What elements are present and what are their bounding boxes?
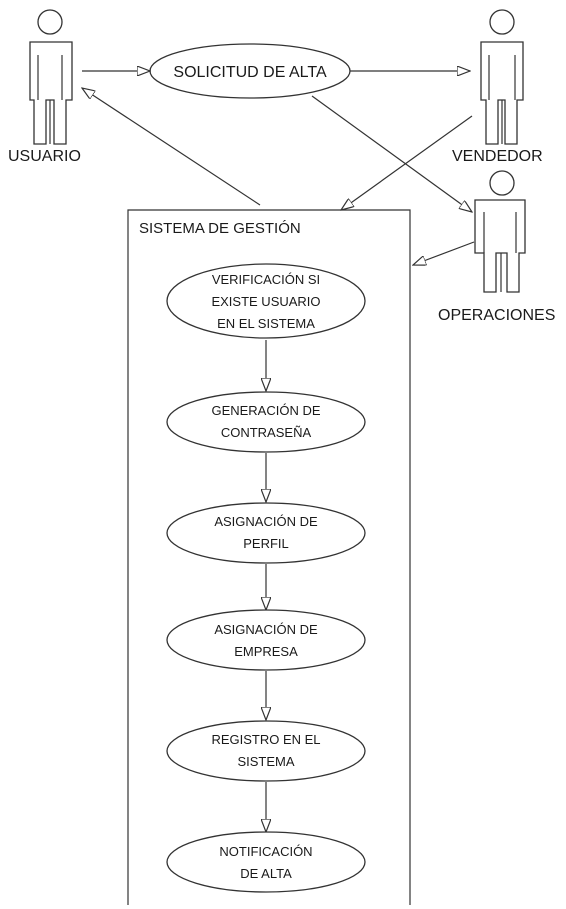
step-registro-line-2: SISTEMA	[237, 754, 294, 769]
actor-vendedor-head	[489, 9, 515, 35]
actor-usuario[interactable]: USUARIO	[8, 9, 81, 165]
step-registro-line-1: REGISTRO EN EL	[211, 732, 320, 747]
edge-vendedor-to-system	[341, 115, 473, 210]
edge-solicitud-to-operaciones	[311, 95, 472, 212]
step-asignacion-empresa-line-2: EMPRESA	[234, 644, 298, 659]
step-asignacion-perfil-line-2: PERFIL	[243, 536, 289, 551]
step-verificacion-line-1: VERIFICACIÓN SI	[212, 272, 320, 287]
edge-operaciones-to-system	[413, 241, 475, 265]
step-asignacion-perfil-ellipse	[166, 502, 366, 564]
step-verificacion-line-3: EN EL SISTEMA	[217, 316, 315, 331]
step-notificacion[interactable]: NOTIFICACIÓN DE ALTA	[166, 831, 366, 893]
actor-vendedor-label: VENDEDOR	[452, 148, 543, 165]
step-asignacion-empresa-line-1: ASIGNACIÓN DE	[214, 622, 318, 637]
use-case-solicitud-label: SOLICITUD DE ALTA	[173, 64, 327, 81]
system-boundary-rect	[127, 209, 411, 905]
step-registro[interactable]: REGISTRO EN EL SISTEMA	[166, 720, 366, 782]
step-verificacion-line-2: EXISTE USUARIO	[211, 294, 320, 309]
step-registro-ellipse	[166, 720, 366, 782]
step-asignacion-perfil-line-1: ASIGNACIÓN DE	[214, 514, 318, 529]
step-asignacion-empresa[interactable]: ASIGNACIÓN DE EMPRESA	[166, 609, 366, 671]
step-notificacion-ellipse	[166, 831, 366, 893]
actor-usuario-label: USUARIO	[8, 148, 81, 165]
step-notificacion-line-2: DE ALTA	[240, 866, 292, 881]
step-asignacion-perfil[interactable]: ASIGNACIÓN DE PERFIL	[166, 502, 366, 564]
actor-operaciones-label: OPERACIONES	[438, 307, 555, 324]
step-generacion-line-2: CONTRASEÑA	[221, 425, 312, 440]
system-boundary: SISTEMA DE GESTIÓN	[127, 209, 411, 905]
actor-operaciones-head	[489, 170, 515, 196]
edge-system-to-usuario	[82, 88, 261, 206]
step-notificacion-line-1: NOTIFICACIÓN	[219, 844, 312, 859]
actor-vendedor-body	[480, 41, 524, 145]
step-generacion-ellipse	[166, 391, 366, 453]
use-case-solicitud-de-alta[interactable]: SOLICITUD DE ALTA	[149, 43, 351, 99]
system-title: SISTEMA DE GESTIÓN	[139, 220, 301, 237]
actor-usuario-head	[37, 9, 63, 35]
step-generacion-contrasena[interactable]: GENERACIÓN DE CONTRASEÑA	[166, 391, 366, 453]
actor-usuario-body	[29, 41, 73, 145]
step-generacion-line-1: GENERACIÓN DE	[211, 403, 320, 418]
step-verificacion[interactable]: VERIFICACIÓN SI EXISTE USUARIO EN EL SIS…	[166, 263, 366, 339]
actor-operaciones-body	[474, 199, 526, 293]
actor-operaciones[interactable]: OPERACIONES	[438, 170, 555, 324]
step-asignacion-empresa-ellipse	[166, 609, 366, 671]
step-verificacion-ellipse	[166, 263, 366, 339]
actor-vendedor[interactable]: VENDEDOR	[452, 9, 543, 165]
